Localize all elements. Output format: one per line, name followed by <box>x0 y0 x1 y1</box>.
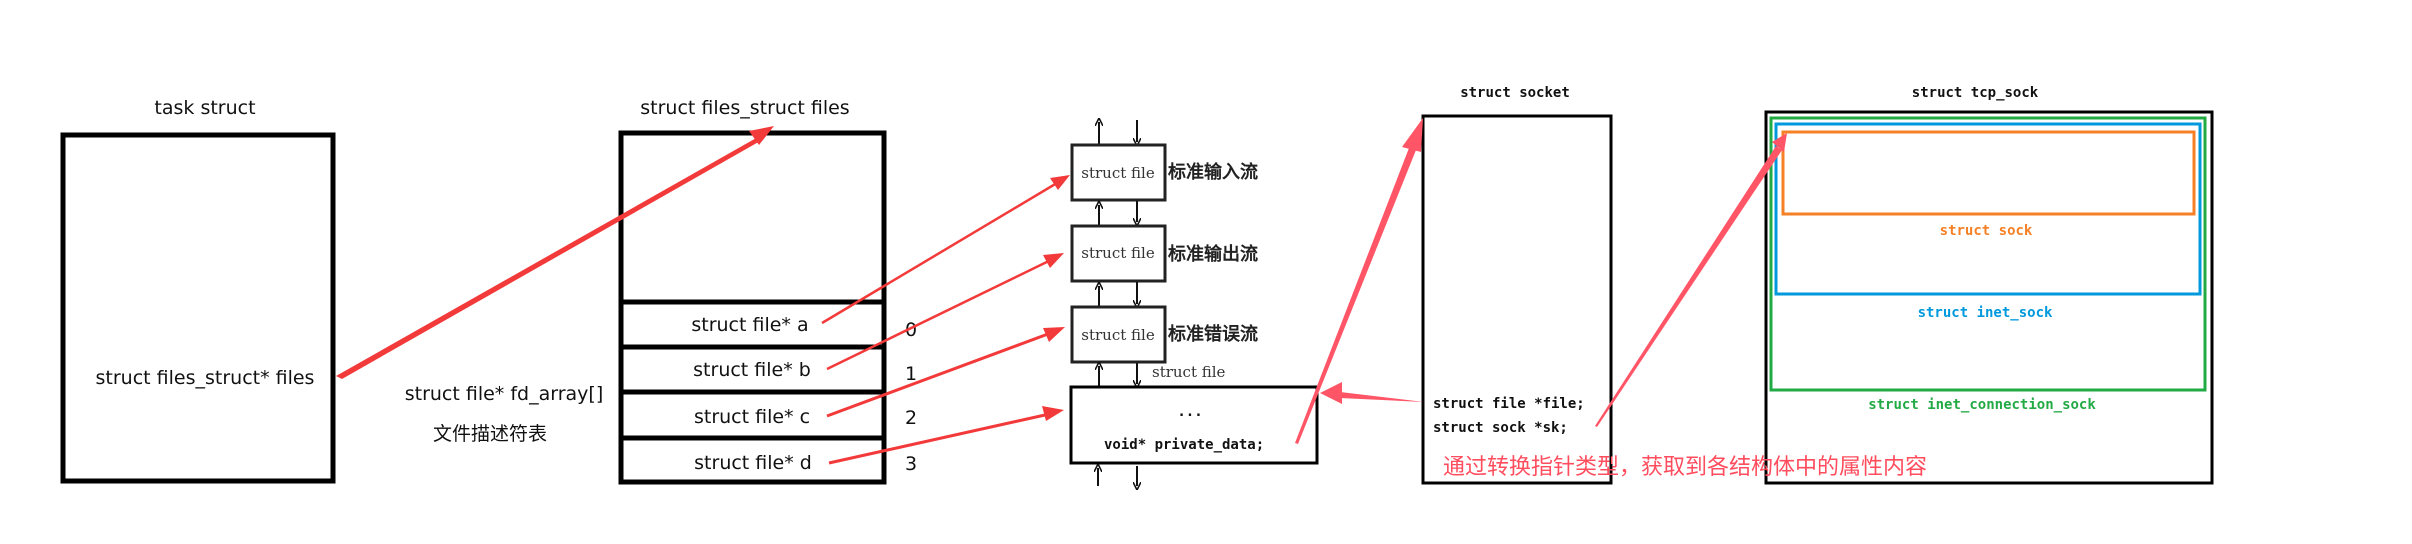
task-struct-title: task struct <box>154 97 255 119</box>
fd-index-0: 0 <box>905 319 917 341</box>
fd-slot-b: struct file* b <box>693 359 811 381</box>
fd-table-caption: 文件描述符表 <box>433 423 547 445</box>
stdout-caption: 标准输出流 <box>1167 243 1258 265</box>
arrow-head <box>1042 406 1064 421</box>
struct-file-socket-box <box>1069 385 1319 465</box>
fd-slot-a: struct file* a <box>691 314 808 336</box>
struct-file-stdout-label: struct file <box>1081 244 1155 262</box>
arrow-fd-b-to-stdout <box>826 256 1056 371</box>
task-struct: task struct struct files_struct* files <box>60 97 336 484</box>
inet-connection-sock-box <box>1769 116 2207 392</box>
socket-sk-field: struct sock *sk; <box>1433 420 1568 436</box>
fd-slot-c: struct file* c <box>694 406 810 428</box>
fd-index-1: 1 <box>905 363 917 385</box>
sock-box <box>1781 130 2196 216</box>
files-struct-box <box>618 130 887 485</box>
socket-box <box>1421 114 1613 485</box>
arrow-head <box>1043 253 1064 268</box>
inet-connection-sock-label: struct inet_connection_sock <box>1868 397 2096 413</box>
socket-title: struct socket <box>1460 85 1570 101</box>
file-chain: struct file 标准输入流 struct file 标准输出流 stru… <box>1069 120 1319 486</box>
stderr-caption: 标准错误流 <box>1167 323 1258 345</box>
arrow-fd-a-to-stdin <box>821 178 1063 325</box>
task-struct-files-field: struct files_struct* files <box>96 367 315 389</box>
struct-file-stdin-label: struct file <box>1081 164 1155 182</box>
files-struct: struct files_struct files struct file* a… <box>405 97 917 485</box>
inet-sock-label: struct inet_sock <box>1918 305 2053 321</box>
tcp-sock-struct: struct tcp_sock struct sock struct inet_… <box>1764 85 2214 485</box>
fd-index-2: 2 <box>905 407 917 429</box>
arrow-files-to-files-struct <box>336 137 762 379</box>
arrow-head <box>1402 118 1423 152</box>
task-struct-box <box>60 132 336 484</box>
struct-file-stdin-box <box>1070 143 1167 202</box>
struct-file-stderr-label: struct file <box>1081 326 1155 344</box>
arrow-head <box>1050 175 1070 190</box>
arrow-fd-d-to-socket-file <box>828 411 1055 465</box>
private-data-field: void* private_data; <box>1104 437 1264 453</box>
cast-annotation: 通过转换指针类型，获取到各结构体中的属性内容 <box>1443 455 1927 480</box>
fd-index-3: 3 <box>905 453 917 475</box>
files-struct-title: struct files_struct files <box>640 97 849 119</box>
arrow-head <box>749 126 774 145</box>
arrow-head <box>1320 382 1342 404</box>
struct-file-stderr-box <box>1070 305 1167 364</box>
socket-file-field: struct file *file; <box>1433 396 1585 412</box>
pointer-arrows <box>336 118 1787 465</box>
struct-file-socket-label: struct file <box>1152 363 1226 381</box>
arrow-sk-to-sock <box>1595 146 1782 427</box>
fd-array-label: struct file* fd_array[] <box>405 383 604 405</box>
stdin-caption: 标准输入流 <box>1167 161 1258 183</box>
fd-slot-d: struct file* d <box>694 452 812 474</box>
arrow-fd-c-to-stderr <box>826 329 1057 418</box>
arrow-private-data-to-socket <box>1295 148 1416 444</box>
sock-label: struct sock <box>1940 223 2033 239</box>
arrow-head <box>1772 133 1787 152</box>
arrow-socket-file-to-struct-file <box>1340 392 1424 402</box>
arrow-head <box>1043 327 1065 342</box>
struct-file-stdout-box <box>1070 224 1167 283</box>
tcp-sock-title: struct tcp_sock <box>1912 85 2039 101</box>
inet-sock-box <box>1774 122 2202 296</box>
struct-file-ellipsis: ... <box>1177 404 1202 420</box>
socket-struct: struct socket struct file *file; struct … <box>1421 85 1613 485</box>
tcp-sock-box <box>1764 110 2214 485</box>
